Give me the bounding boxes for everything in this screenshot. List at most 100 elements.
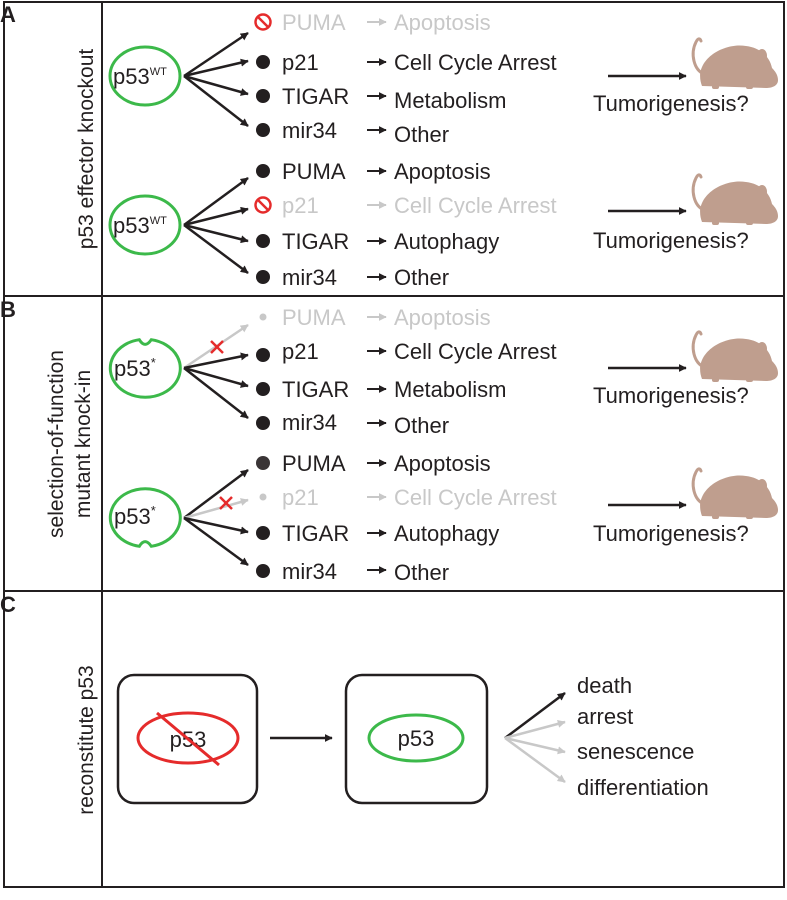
target-dot: [259, 493, 267, 501]
gene-label: PUMA: [282, 451, 346, 476]
target-dot: [256, 270, 270, 284]
target-dot: [256, 348, 270, 362]
blocked-mark-icon: [219, 496, 233, 510]
process-label: Other: [394, 413, 449, 438]
panel-c-side-label: reconstitute p53: [75, 665, 98, 814]
panel-a-side-label: p53 effector knockout: [75, 49, 98, 250]
target-dot: [256, 89, 270, 103]
target-dot: [256, 382, 270, 396]
gene-label: PUMA: [282, 305, 346, 330]
p53-node-label: p53WT: [113, 213, 167, 238]
target-dot: [256, 55, 270, 69]
process-label: Cell Cycle Arrest: [394, 50, 557, 75]
gene-label: mir34: [282, 410, 337, 435]
panel-b-upper-group: p53* PUMA Apoptosis p21 Cell Cycle Arres…: [108, 305, 780, 438]
arrow-to-puma: [183, 469, 249, 519]
gene-label: TIGAR: [282, 229, 349, 254]
p53-null-node: [136, 711, 240, 765]
panel-b-side-label-line1: selection-of-function: [45, 350, 68, 538]
panel-a: p53WT PUMA Apoptosis p21 Cell Cycle Arre…: [108, 10, 780, 290]
outcome-senescence: senescence: [577, 739, 694, 764]
gene-label: p21: [282, 193, 319, 218]
target-dot: [256, 564, 270, 578]
arrow-to-p21: [183, 58, 249, 78]
outcome-arrow-death: [504, 692, 566, 739]
process-label: Other: [394, 560, 449, 585]
outcome-arrow-senescence: [504, 736, 566, 755]
p53-restored-node: [367, 713, 465, 763]
gene-label: mir34: [282, 559, 337, 584]
p53-node-label: p53WT: [113, 64, 167, 89]
knockout-icon: [254, 13, 272, 31]
mouse-icon: [691, 330, 780, 384]
p53-wt-node: [108, 194, 182, 256]
outcome-arrow-arrest: [504, 719, 566, 740]
process-label: Other: [394, 122, 449, 147]
arrow-to-puma: [183, 176, 249, 227]
process-label: Metabolism: [394, 88, 506, 113]
target-dot: [256, 234, 270, 248]
mouse-icon: [691, 37, 780, 91]
p53-null-box: [116, 673, 259, 805]
panel-a-upper-group: p53WT PUMA Apoptosis p21 Cell Cycle Arre…: [108, 10, 780, 147]
target-dot: [256, 416, 270, 430]
arrow-to-p21: [183, 498, 249, 520]
arrow-to-p21: [183, 352, 249, 370]
p53-restored-label: p53: [398, 726, 435, 751]
gene-label: mir34: [282, 265, 337, 290]
outcome-label: Tumorigenesis?: [593, 383, 749, 408]
outer-frame: [3, 1, 785, 888]
panel-b-side-label-line2: mutant knock-in: [72, 370, 95, 518]
arrow-to-tigar: [183, 74, 249, 96]
process-label: Apoptosis: [394, 10, 491, 35]
target-dot: [256, 123, 270, 137]
target-dot: [256, 526, 270, 540]
process-label: Other: [394, 265, 449, 290]
arrow-to-mir34: [183, 367, 249, 419]
panel-a-lower-group: p53WT PUMA Apoptosis p21 Cell Cycle Arre…: [108, 159, 780, 290]
arrow-to-puma: [183, 31, 249, 78]
outcome-label: Tumorigenesis?: [593, 228, 749, 253]
arrow-to-tigar: [183, 223, 249, 244]
outcome-arrow-differentiation: [504, 736, 566, 784]
arrow-to-p21: [183, 206, 249, 227]
gene-label: TIGAR: [282, 84, 349, 109]
arrow-to-mir34: [183, 75, 249, 127]
panel-b: p53* PUMA Apoptosis p21 Cell Cycle Arres…: [108, 305, 780, 585]
process-label: Apoptosis: [394, 159, 491, 184]
arrow-to-mir34: [183, 516, 249, 567]
process-label: Autophagy: [394, 229, 499, 254]
process-label: Cell Cycle Arrest: [394, 485, 557, 510]
arrow-to-tigar: [183, 516, 249, 535]
mouse-icon: [691, 467, 780, 521]
gene-label: p21: [282, 339, 319, 364]
process-label: Apoptosis: [394, 305, 491, 330]
frames: [3, 1, 785, 888]
gene-label: mir34: [282, 118, 337, 143]
outcome-differentiation: differentiation: [577, 775, 709, 800]
blocked-mark-icon: [210, 340, 224, 354]
target-dot: [256, 164, 270, 178]
gene-label: PUMA: [282, 159, 346, 184]
target-dot: [256, 456, 270, 470]
mouse-icon: [691, 173, 780, 227]
panel-letter-a: A: [0, 2, 16, 27]
process-label: Metabolism: [394, 377, 506, 402]
gene-label: PUMA: [282, 10, 346, 35]
panel-letter-c: C: [0, 592, 16, 617]
panel-letter-b: B: [0, 297, 16, 322]
outcome-label: Tumorigenesis?: [593, 91, 749, 116]
p53-restored-box: [344, 673, 489, 805]
outcome-label: Tumorigenesis?: [593, 521, 749, 546]
outcome-death: death: [577, 673, 632, 698]
process-label: Cell Cycle Arrest: [394, 339, 557, 364]
gene-label: p21: [282, 485, 319, 510]
target-dot: [259, 313, 267, 321]
panel-c: p53 p53 death arrest senescence differen…: [116, 673, 709, 805]
gene-label: TIGAR: [282, 521, 349, 546]
process-label: Cell Cycle Arrest: [394, 193, 557, 218]
gene-label: TIGAR: [282, 377, 349, 402]
p53-mutant-node: [108, 487, 182, 548]
p53-node-label: p53*: [114, 355, 156, 381]
